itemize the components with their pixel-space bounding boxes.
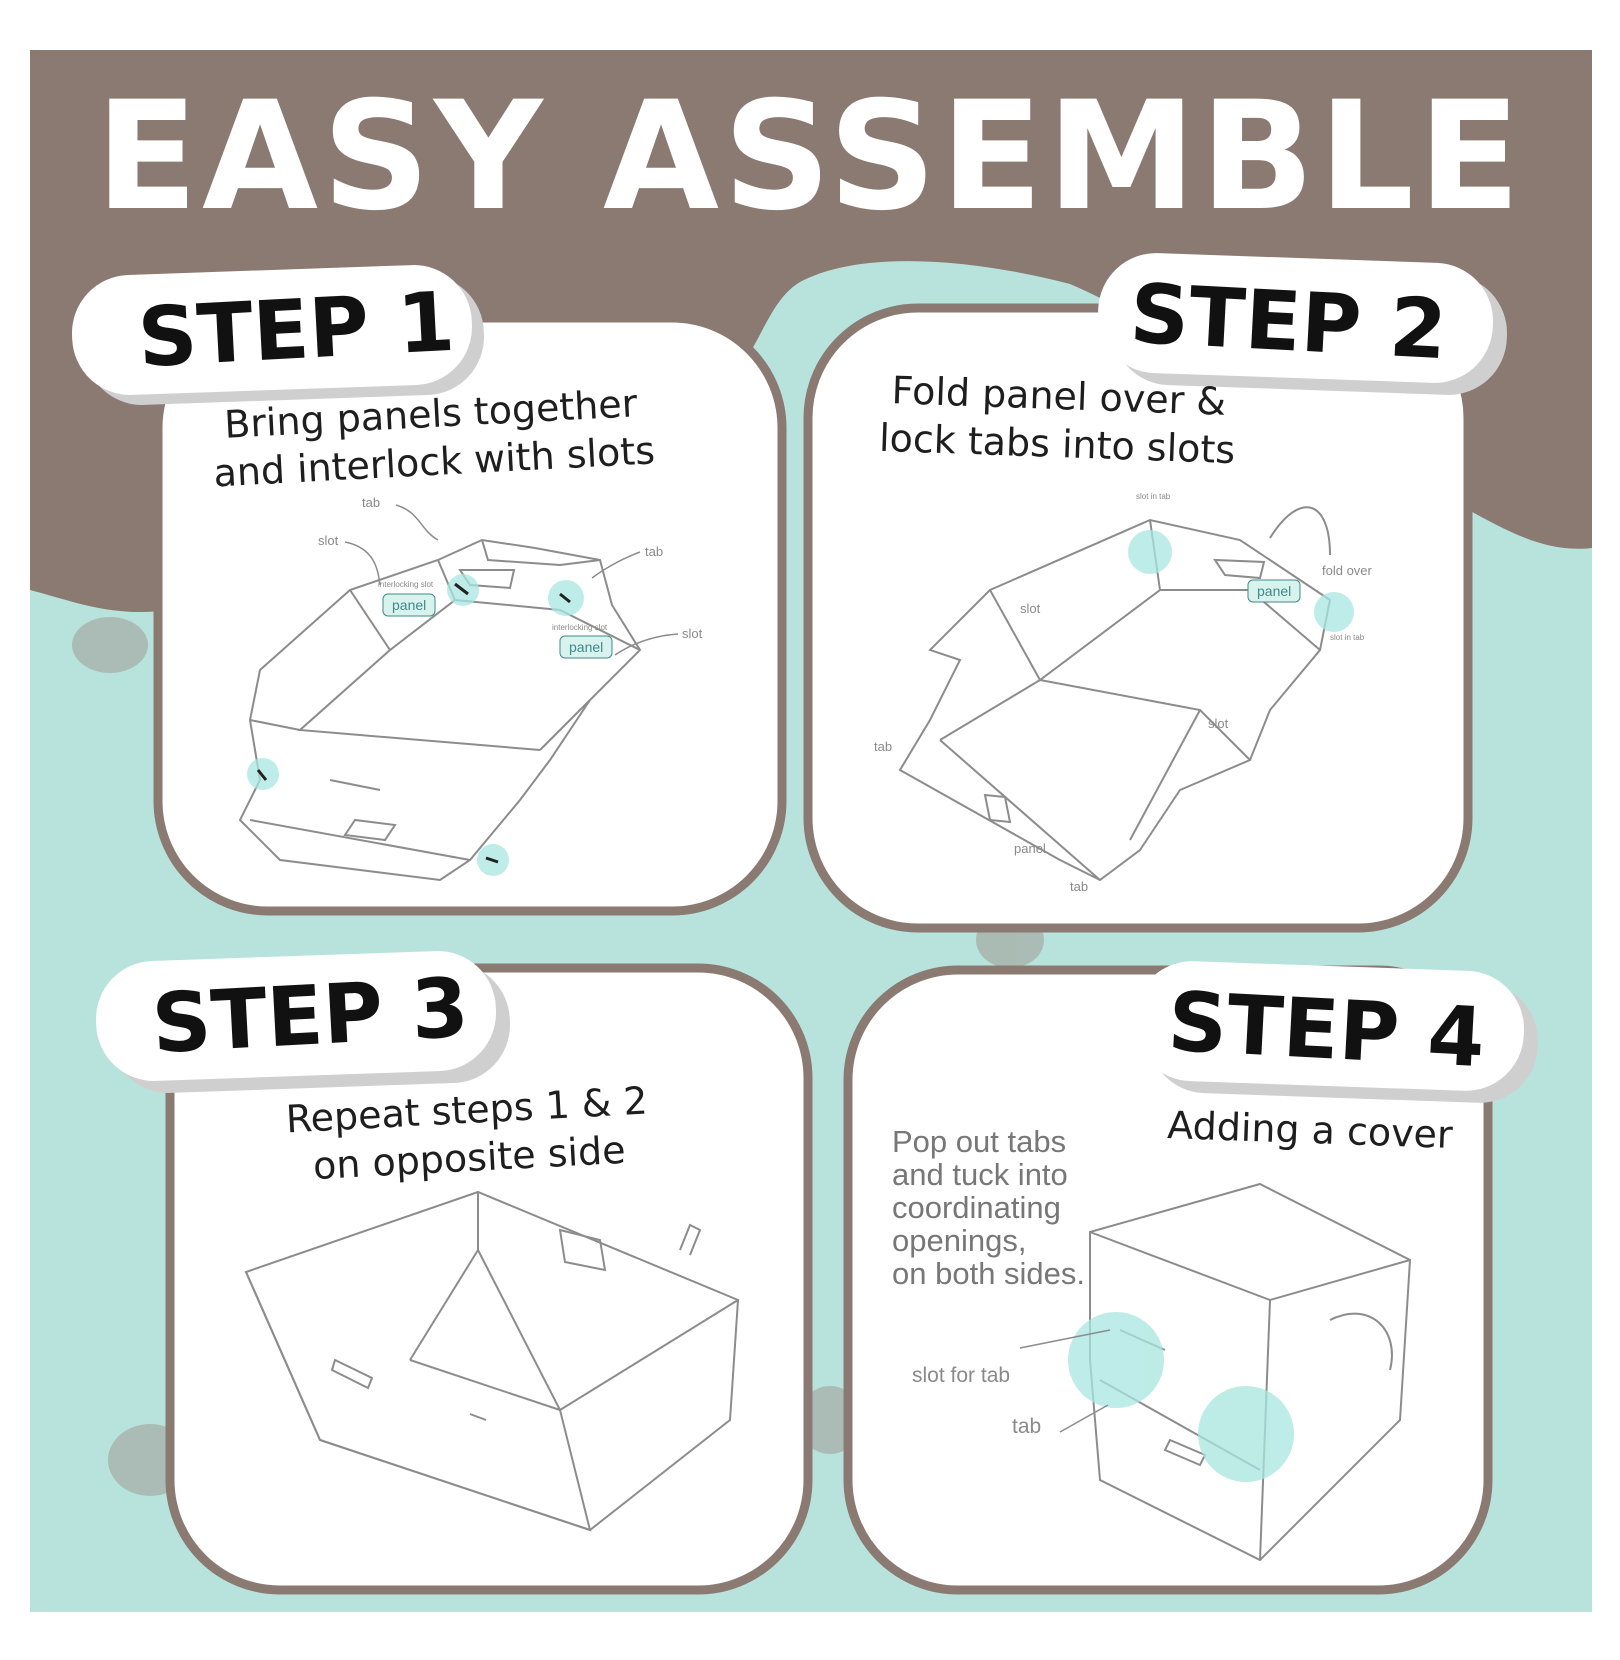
- step-1-slot-marks: [256, 582, 571, 864]
- step-1-callout-tab-right: tab: [645, 544, 664, 559]
- step-1-box-diagram: [238, 538, 642, 882]
- step-4-leader-lines: [1019, 1329, 1111, 1433]
- step-2-highlights: [1128, 530, 1354, 632]
- step-3-instruction: Repeat steps 1 & 2 on opposite side: [276, 1076, 661, 1192]
- step-3-box-diagram: [244, 1190, 740, 1532]
- step-2-instruction: Fold panel over & lock tabs into slots: [866, 365, 1249, 474]
- step-4-note-line-4: openings,: [892, 1223, 1027, 1258]
- step-4-pill: [1134, 961, 1538, 1103]
- step-1-callout-tab-top: tab: [362, 495, 381, 510]
- step-3-pill: [96, 951, 510, 1093]
- step-2-callout-slot-in-tab-top: slot in tab: [1136, 492, 1171, 501]
- step-3-card: [165, 963, 813, 1595]
- page-title: EASY ASSEMBLE: [95, 70, 1525, 244]
- step-4-label: STEP 4: [1165, 974, 1488, 1087]
- step-3-label: STEP 3: [149, 960, 471, 1073]
- step-4-note-line-3: coordinating: [892, 1190, 1061, 1225]
- step-2-callout-slot-in-tab-right: slot in tab: [1330, 633, 1365, 642]
- step-1-callout-slot-left: slot: [318, 533, 339, 548]
- step-1-callout-slot-right: slot: [682, 626, 703, 641]
- step-4-note-line-1: Pop out tabs: [892, 1124, 1067, 1159]
- step-1-label: STEP 1: [135, 274, 457, 387]
- step-1-panel-tags: [382, 593, 613, 659]
- step-2-label: STEP 2: [1127, 266, 1450, 379]
- step-2-callout-fold-over: fold over: [1322, 563, 1372, 578]
- step-4-note: Pop out tabs and tuck into coordinating …: [892, 1125, 1085, 1290]
- step-2-callout-tab-bottom: tab: [1070, 879, 1089, 894]
- step-2-callout-slot-right: slot: [1208, 716, 1229, 731]
- step-1-panel-tag-a: panel: [392, 597, 427, 613]
- step-2-callout-slot-left: slot: [1020, 601, 1041, 616]
- step-1-pill: [72, 265, 484, 405]
- step-4-callout-tab: tab: [1012, 1415, 1042, 1438]
- step-1-leader-lines: [344, 504, 679, 656]
- step-1-callout-interlocking-right: interlocking slot: [552, 623, 608, 632]
- step-4-note-line-2: and tuck into: [892, 1157, 1068, 1192]
- step-2-box-diagram: [898, 506, 1332, 882]
- step-4-highlights: [1068, 1312, 1294, 1482]
- step-2-callout-tab-left: tab: [874, 739, 893, 754]
- step-4-note-line-5: on both sides.: [892, 1256, 1086, 1291]
- step-1-callout-interlocking-left: interlocking slot: [378, 580, 434, 589]
- step-2-panel-tag: [1247, 579, 1301, 603]
- step-2-pill: [1098, 253, 1507, 395]
- step-4-callout-slot-for-tab: slot for tab: [912, 1364, 1011, 1387]
- step-2-panel-tag: panel: [1257, 583, 1292, 599]
- step-2-callout-panel-bottom: panel: [1014, 841, 1046, 856]
- step-1-panel-tag-b: panel: [569, 639, 604, 655]
